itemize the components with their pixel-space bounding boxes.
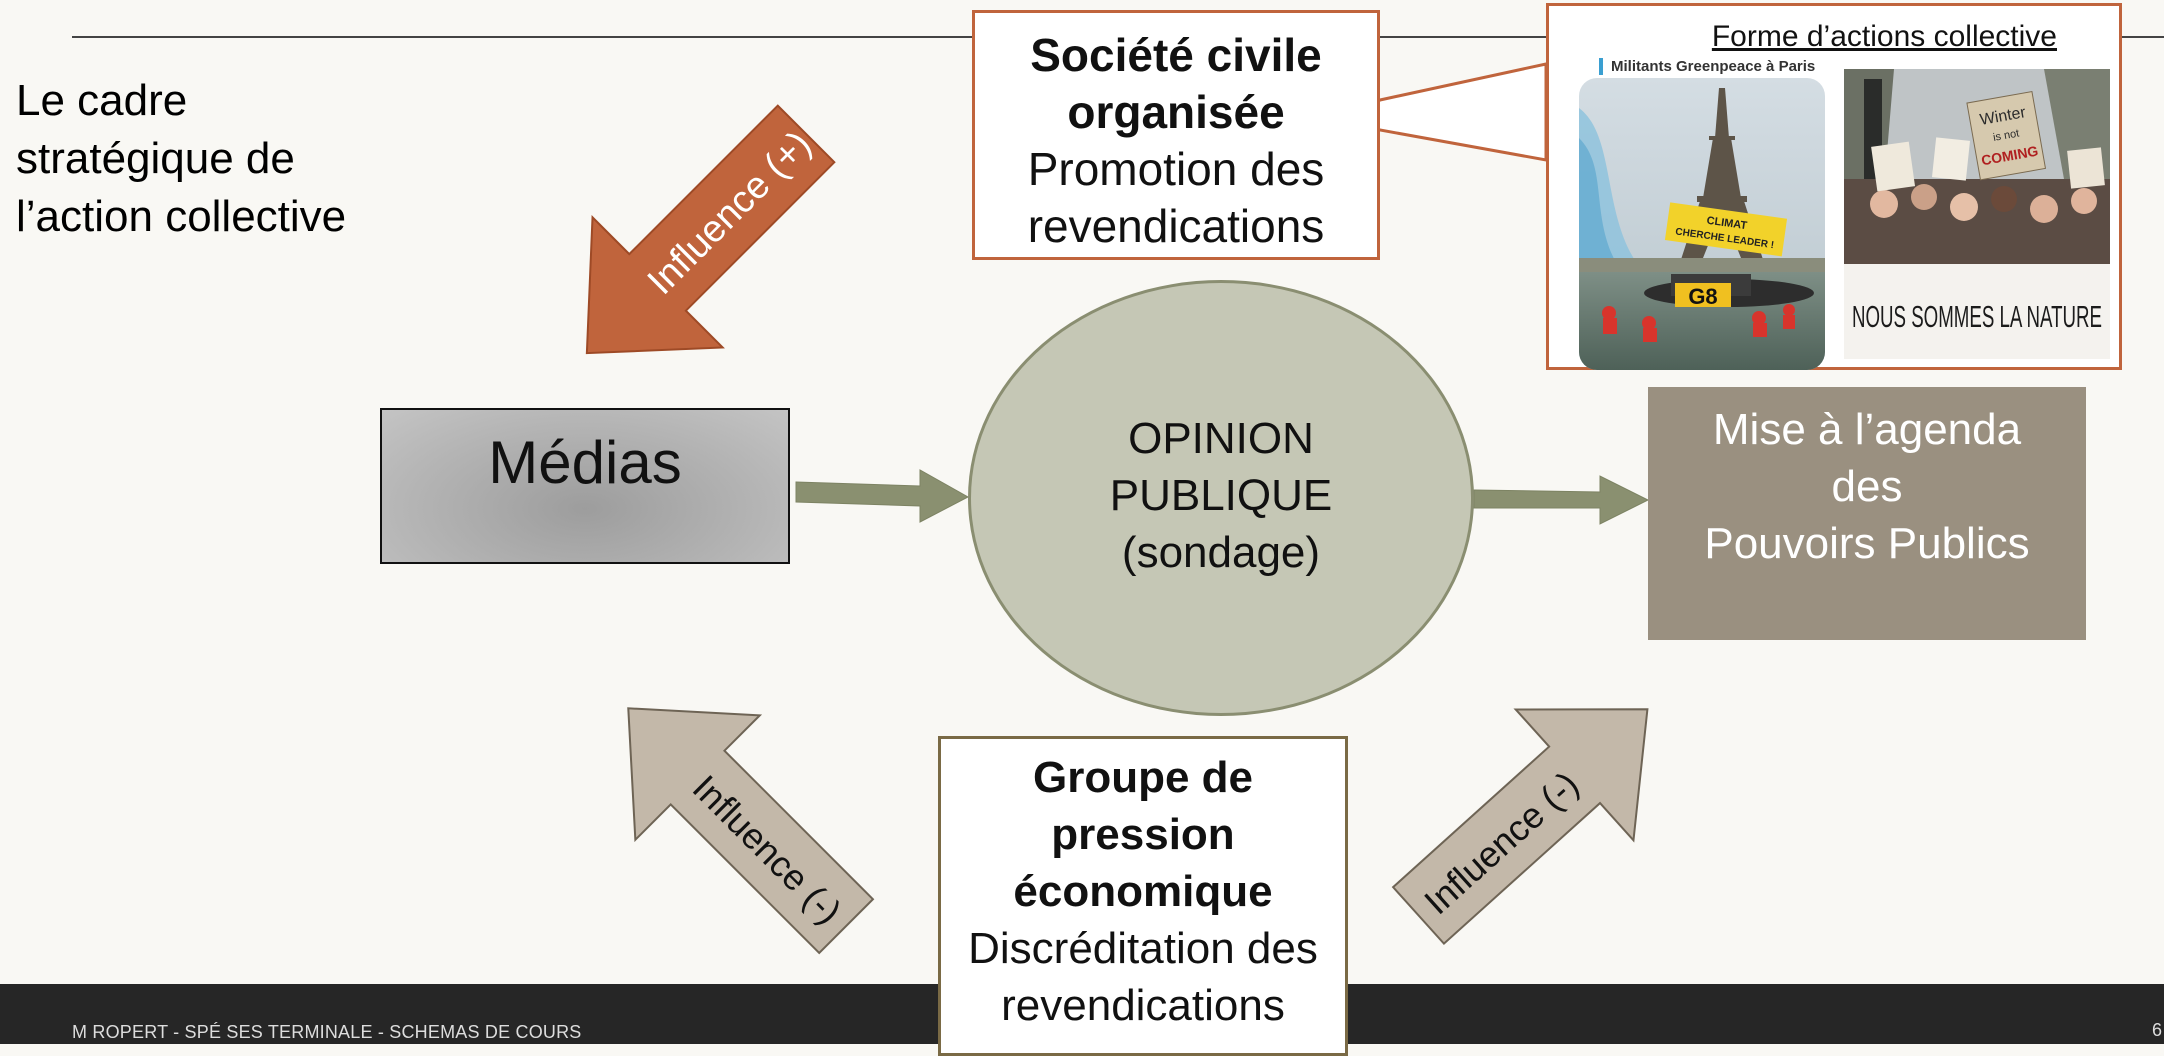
pressure-body-1: Discréditation des bbox=[968, 924, 1318, 973]
agenda-box: Mise à l’agenda des Pouvoirs Publics bbox=[1648, 387, 2086, 640]
civil-society-box: Société civile organisée Promotion des r… bbox=[972, 10, 1380, 260]
slide-title-line-3: l’action collective bbox=[16, 192, 347, 241]
civil-society-heading-1: Société civile bbox=[1030, 29, 1322, 81]
media-label: Médias bbox=[488, 429, 682, 496]
opinion-line-2: PUBLIQUE bbox=[1109, 471, 1333, 520]
pressure-group-box: Groupe de pression économique Discrédita… bbox=[938, 736, 1348, 1056]
public-opinion-ellipse bbox=[968, 280, 1474, 716]
pressure-body-2: revendications bbox=[1001, 981, 1285, 1030]
influence-negative-left-label: Influence (-) bbox=[685, 767, 850, 932]
collective-actions-panel: Forme d’actions collective Militants Gre… bbox=[1546, 3, 2122, 370]
photo-left-badge: G8 bbox=[1688, 284, 1717, 309]
civil-society-body-2: revendications bbox=[1027, 200, 1325, 252]
pressure-heading-2: pression bbox=[1051, 810, 1235, 859]
page-number: 6 bbox=[2152, 1020, 2163, 1040]
photo-left-sign-1: CLIMAT bbox=[1706, 215, 1748, 233]
pressure-heading-1: Groupe de bbox=[1032, 753, 1254, 802]
influence-negative-right-arrow: Influence (-) bbox=[1391, 708, 1649, 946]
collective-actions-title: Forme d’actions collective bbox=[1711, 20, 2057, 53]
slide-title: Le cadre stratégique de l’action collect… bbox=[16, 72, 436, 246]
civil-society-heading-2: organisée bbox=[1067, 86, 1285, 138]
pressure-heading-3: économique bbox=[1013, 867, 1273, 916]
footer-text: M ROPERT - SPÉ SES TERMINALE - SCHEMAS D… bbox=[72, 1022, 582, 1042]
photo-right-banner: NOUS SOMMES LA NATURE bbox=[1852, 299, 2102, 334]
slide-title-line-2: stratégique de bbox=[16, 134, 295, 183]
influence-positive-label: Influence (+) bbox=[640, 123, 820, 303]
photo-right-sign-2: is not bbox=[1992, 128, 2020, 144]
influence-negative-left-arrow: Influence (-) bbox=[627, 707, 875, 955]
media-box: Médias bbox=[380, 408, 790, 564]
influence-positive-arrow: Influence (+) bbox=[585, 104, 836, 355]
opinion-line-1: OPINION bbox=[1128, 414, 1314, 463]
media-to-opinion-arrow bbox=[795, 469, 970, 523]
agenda-line-2: des bbox=[1831, 462, 1903, 511]
opinion-line-3: (sondage) bbox=[1121, 528, 1321, 577]
public-opinion-text: OPINION PUBLIQUE (sondage) bbox=[968, 410, 1474, 581]
greenpeace-photo: CLIMAT CHERCHE LEADER ! G8 bbox=[1579, 78, 1825, 370]
climate-march-photo: Winter is not COMING NOUS SOMMES LA NATU… bbox=[1844, 69, 2110, 359]
photo-left-caption: Militants Greenpeace à Paris bbox=[1599, 58, 1815, 75]
opinion-to-agenda-arrow bbox=[1473, 475, 1650, 525]
agenda-line-1: Mise à l’agenda bbox=[1712, 405, 2022, 454]
agenda-line-3: Pouvoirs Publics bbox=[1704, 519, 2030, 568]
slide-title-line-1: Le cadre bbox=[16, 76, 188, 125]
callout-pointer bbox=[1353, 62, 1548, 162]
civil-society-body-1: Promotion des bbox=[1027, 143, 1325, 195]
